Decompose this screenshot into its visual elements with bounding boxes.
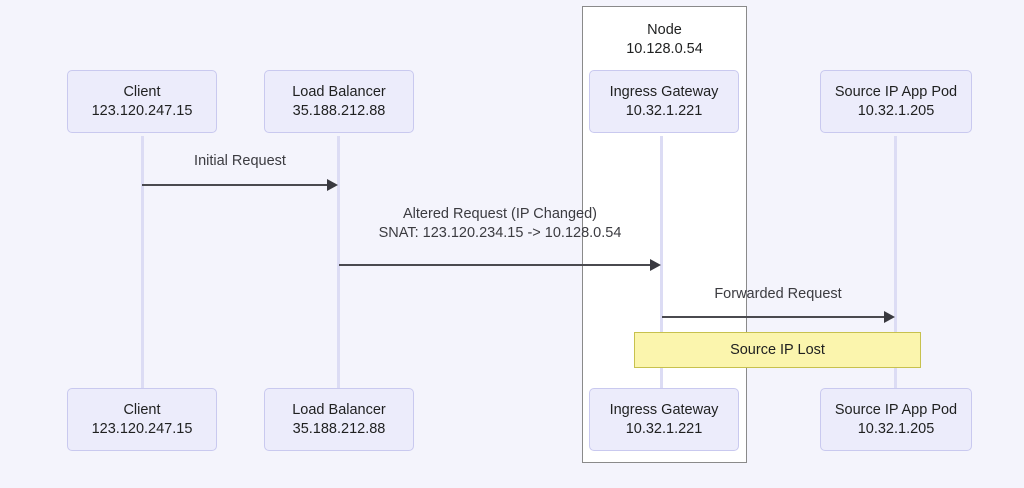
group-label-node: Node 10.128.0.54 (626, 22, 703, 57)
message-label-forwarded-request: Forwarded Request (714, 286, 842, 302)
lifeline-source-ip-app-pod (894, 136, 897, 388)
actor-top-load-balancer[interactable]: Load Balancer 35.188.212.88 (264, 70, 414, 133)
actor-bottom-source-ip-app-pod[interactable]: Source IP App Pod 10.32.1.205 (820, 388, 972, 451)
message-line-altered-request (339, 264, 650, 266)
message-line-forwarded-request (662, 316, 884, 318)
message-line-initial-request (142, 184, 328, 186)
message-arrowhead-forwarded-request (884, 311, 895, 323)
message-label-altered-request: Altered Request (IP Changed) SNAT: 123.1… (378, 206, 622, 241)
actor-bottom-ingress-gateway[interactable]: Ingress Gateway 10.32.1.221 (589, 388, 739, 451)
lifeline-client (141, 136, 144, 388)
actor-bottom-client[interactable]: Client 123.120.247.15 (67, 388, 217, 451)
lifeline-ingress-gateway (660, 136, 663, 388)
actor-top-source-ip-app-pod[interactable]: Source IP App Pod 10.32.1.205 (820, 70, 972, 133)
message-arrowhead-altered-request (650, 259, 661, 271)
actor-top-client[interactable]: Client 123.120.247.15 (67, 70, 217, 133)
message-label-initial-request: Initial Request (194, 153, 286, 169)
note-source-ip-lost: Source IP Lost (634, 332, 921, 368)
actor-top-ingress-gateway[interactable]: Ingress Gateway 10.32.1.221 (589, 70, 739, 133)
message-arrowhead-initial-request (327, 179, 338, 191)
lifeline-load-balancer (337, 136, 340, 388)
actor-bottom-load-balancer[interactable]: Load Balancer 35.188.212.88 (264, 388, 414, 451)
